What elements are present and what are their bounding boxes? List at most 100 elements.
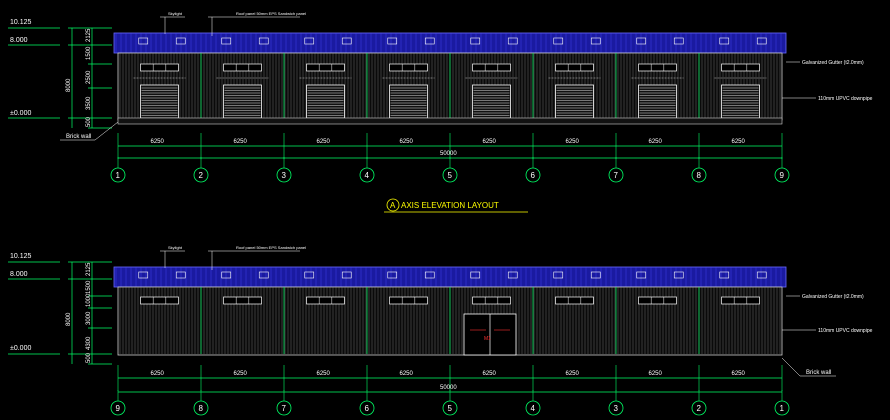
skylight-icon [636,37,647,45]
bay-dim-label: 6250 [649,139,663,145]
axis-bubble [110,167,126,183]
axis-bubble [193,167,209,183]
axis-label: 5 [448,171,453,180]
wall-ribs [119,53,781,118]
windows-b [140,296,760,305]
skylight-icon [387,271,398,279]
skylight-icon [138,37,149,45]
skylight-icon [138,271,149,279]
axis-bubble [110,400,126,416]
axis-label: 6 [365,404,370,413]
level-eave-b: 8.000 [10,271,28,278]
skylights-b [138,271,767,279]
double-door: M1 [463,313,517,356]
skylight-icon [590,271,601,279]
skylight-icon [304,271,315,279]
window [140,63,179,72]
skylight-icon [341,271,352,279]
axis-label: 7 [614,171,619,180]
axis-bubble [359,167,375,183]
skylights [138,37,767,45]
level-marks-b: 10.125 8.000 ±0.000 [8,253,60,355]
level-eave: 8.000 [10,37,28,44]
window [638,296,677,305]
skylight-icon [341,37,352,45]
rolling-doors [140,84,760,119]
wall-ribs-b [119,287,781,354]
axis-bubble [608,400,624,416]
axis-label: 2 [697,404,702,413]
skylight-icon [590,37,601,45]
vertical-dim-labels-b: 2125 1500 1000 3000 4300 500 8000 [66,262,92,363]
axis-label: 8 [199,404,204,413]
bay-dim-label: 6250 [483,371,497,377]
bay-dim-label: 6250 [483,139,497,145]
skylight-icon [470,37,481,45]
elevation-a: 10.125 8.000 ±0.000 2125 1500 2500 3500 … [8,11,873,213]
skylight-icon [470,271,481,279]
window [140,296,179,305]
bay-dim-label: 6250 [234,139,248,145]
window [472,63,511,72]
axis-label: 1 [780,404,785,413]
skylight-icon [756,271,767,279]
window [721,63,760,72]
skylight-icon [175,37,186,45]
skylight-icon [636,271,647,279]
bay-dim-label: 6250 [566,371,580,377]
level-ground-b: ±0.000 [10,345,31,352]
callout-roof-panel-b: Roof panel 50mm EPS Sandwich panel [236,245,306,250]
axis-label: 2 [199,171,204,180]
window [555,296,594,305]
axis-bubble [774,167,790,183]
bay-dim-label: 6250 [649,371,663,377]
vdim-total: 8000 [66,78,72,92]
skylight-icon [719,271,730,279]
level-ground: ±0.000 [10,110,31,117]
axis-bubble [608,167,624,183]
skylight-icon [553,271,564,279]
window [721,296,760,305]
vdim-b-4: 3000 [86,311,92,325]
window [389,63,428,72]
window [306,63,345,72]
total-length: 50000 [440,151,457,157]
roof-panel [113,32,787,54]
vdim-b-1: 2125 [86,262,92,276]
axis-label: 1 [116,171,121,180]
vdim-b-2: 1500 [86,280,92,294]
vertical-dimensions-b [68,261,112,365]
bay-dim-label: 6250 [732,139,746,145]
callout-gutter-b: Galvanized Gutter (t2.0mm) [802,294,864,300]
callout-brick-wall-b: Brick wall [806,370,831,376]
axis-bubble [276,400,292,416]
callout-skylight: Skylight [168,11,183,16]
callout-skylight-b: Skylight [168,245,183,250]
skylight-icon [507,37,518,45]
axis-label: 3 [282,171,287,180]
roof-panel-b [113,266,787,288]
axis-label: 5 [448,404,453,413]
skylight-icon [507,271,518,279]
level-marks: 10.125 8.000 ±0.000 [8,19,60,119]
axis-label: 7 [282,404,287,413]
axis-label: 3 [614,404,619,413]
title-letter: A [390,201,396,210]
vdim-4: 3500 [86,96,92,110]
axis-bubble [691,167,707,183]
callout-gutter: Galvanized Gutter (t2.0mm) [802,60,864,66]
callout-brick-wall: Brick wall [66,134,91,140]
axis-label: 9 [116,404,121,413]
brick-wall [117,117,783,125]
skylight-icon [673,37,684,45]
bay-dim-label: 6250 [234,371,248,377]
skylight-icon [221,37,232,45]
skylight-icon [673,271,684,279]
vdim-3: 2500 [86,70,92,84]
axis-label: 6 [531,171,536,180]
